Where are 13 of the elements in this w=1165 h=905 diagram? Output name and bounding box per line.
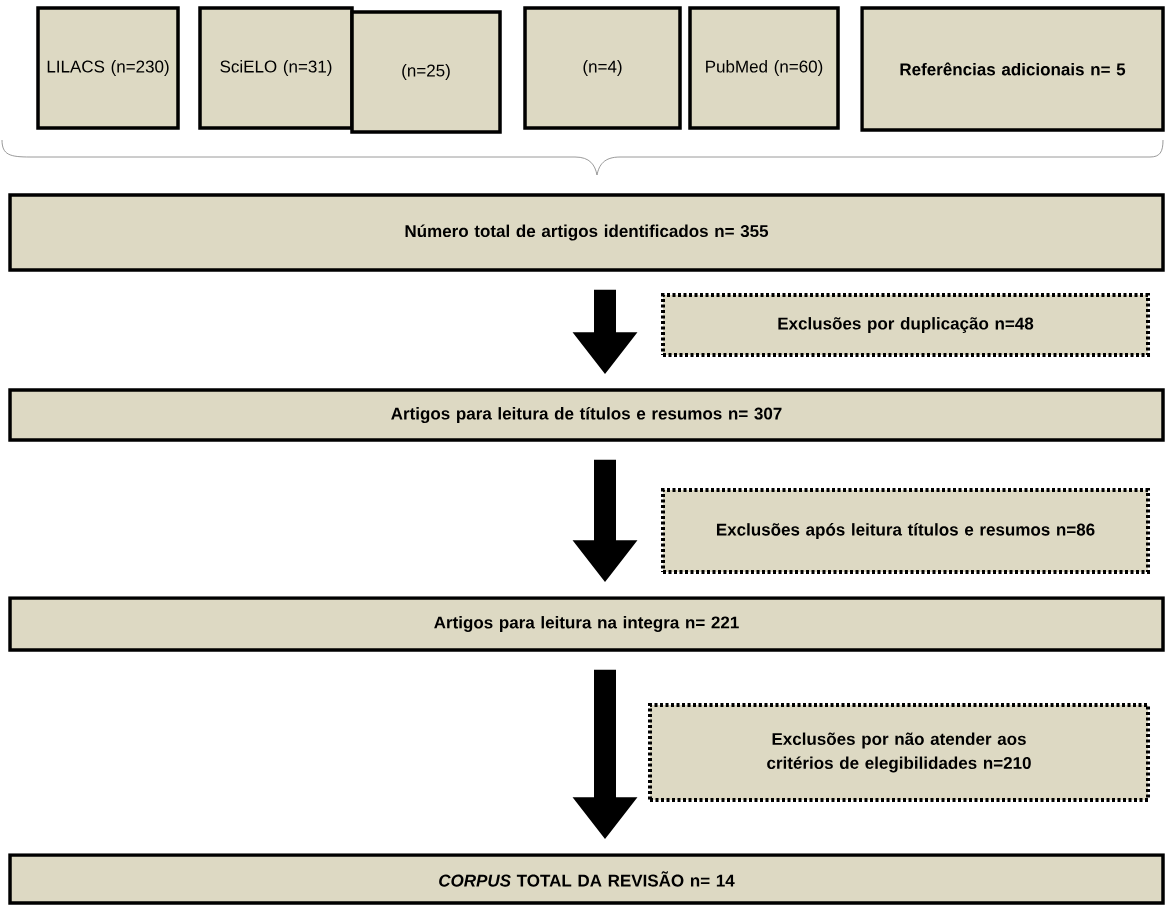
source-box: PubMed (n=60) <box>688 6 840 130</box>
source-box: LILACS (n=230) <box>36 6 180 130</box>
source-box: (n=4) <box>523 6 682 130</box>
source-box: SciELO (n=31) <box>198 6 354 130</box>
exclusion-box: Exclusões após leitura títulos e resumos n=86 <box>661 488 1150 574</box>
process-box: Artigos para leitura de títulos e resumos n= 307 <box>8 388 1165 442</box>
source-box: Referências adicionais n= 5 <box>860 6 1165 132</box>
process-box: Número total de artigos identificados n= 355 <box>8 193 1165 272</box>
process-box: Artigos para leitura na integra n= 221 <box>8 596 1165 652</box>
exclusion-box: Exclusões por não atender aos critérios de elegibilidades n=210 <box>648 703 1150 802</box>
process-box: CORPUS TOTAL DA REVISÃO n= 14 <box>8 853 1165 905</box>
source-box: (n=25) <box>350 10 502 134</box>
exclusion-box: Exclusões por duplicação n=48 <box>661 293 1150 357</box>
